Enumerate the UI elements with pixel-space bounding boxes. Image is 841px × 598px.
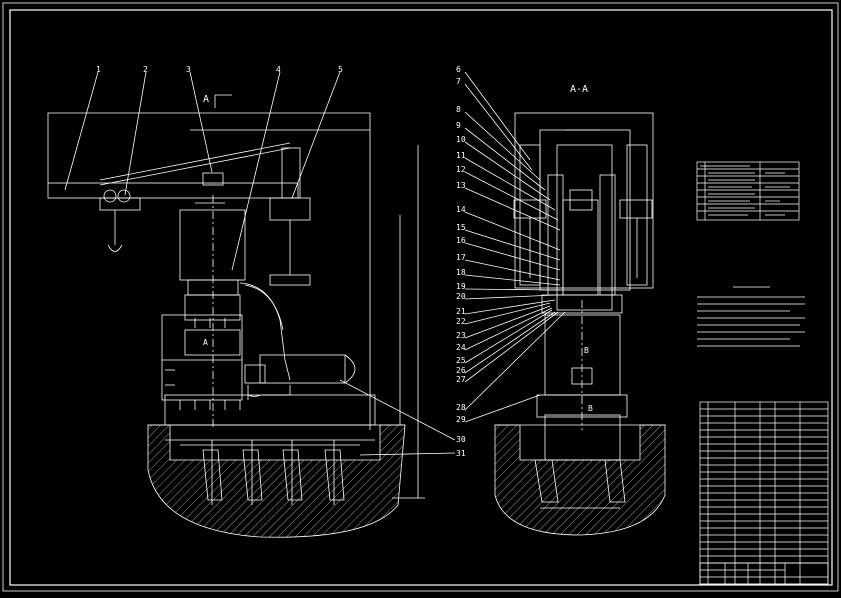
part-balloon: 28: [456, 403, 466, 412]
part-balloon: 30: [456, 435, 466, 444]
spec-table: [696, 161, 800, 221]
tech-notes: [697, 286, 805, 347]
hook: [107, 244, 123, 252]
front-view: [47, 71, 456, 538]
part-balloon: 8: [456, 105, 461, 114]
part-balloon: 24: [456, 343, 466, 352]
part-balloon: 27: [456, 375, 466, 384]
part-balloon: 26: [456, 366, 466, 375]
part-balloon: 1: [96, 65, 101, 74]
part-balloon: 21: [456, 307, 466, 316]
part-balloon: 13: [456, 181, 466, 190]
part-balloon: 3: [186, 65, 191, 74]
part-balloon: 10: [456, 135, 466, 144]
part-balloon: 5: [338, 65, 343, 74]
counterweight: [202, 172, 224, 186]
cylinder-block-a: [184, 329, 241, 356]
hydraulic-unit: [259, 354, 346, 384]
part-balloon: 17: [456, 253, 466, 262]
section-arrow-label: A: [203, 94, 210, 105]
part-balloon: 29: [456, 415, 466, 424]
part-balloon: 16: [456, 236, 466, 245]
inner-border: [9, 9, 833, 586]
part-balloon: 23: [456, 331, 466, 340]
parts-list: [699, 401, 829, 585]
anchor-bolts-front: [202, 440, 345, 505]
part-balloon: 7: [456, 77, 461, 86]
cut-label-a: A: [203, 338, 208, 347]
cylinder-block-top: [184, 294, 241, 321]
part-balloon: 2: [143, 65, 148, 74]
part-balloon: 11: [456, 151, 466, 160]
part-balloon: 22: [456, 317, 466, 326]
title-block: [699, 562, 829, 585]
part-balloon: 9: [456, 121, 461, 130]
part-balloon: 15: [456, 223, 466, 232]
part-balloon: 12: [456, 165, 466, 174]
part-balloon: 4: [276, 65, 281, 74]
side-upper-frame: [514, 112, 654, 289]
part-balloon: 6: [456, 65, 461, 74]
cut-label-b-upper: B: [584, 346, 589, 355]
column: [179, 209, 246, 281]
jib-arm: [47, 182, 299, 199]
tie-rod: [99, 147, 291, 186]
part-balloon: 25: [456, 356, 466, 365]
foundation-side: [494, 424, 666, 536]
post-foot: [269, 274, 311, 286]
foundation-front: [147, 424, 406, 538]
part-balloon: 18: [456, 268, 466, 277]
base-frame: [164, 394, 376, 426]
cut-label-b-lower: B: [588, 404, 593, 413]
part-balloon: 19: [456, 282, 466, 291]
part-balloon: 31: [456, 449, 466, 458]
section-title: A-A: [570, 84, 589, 95]
side-column: [544, 314, 621, 396]
part-balloon: 20: [456, 292, 466, 301]
side-cylinder: [562, 199, 599, 296]
part-balloon: 14: [456, 205, 466, 214]
side-view-section: [464, 71, 666, 536]
machine-body: [161, 314, 243, 401]
